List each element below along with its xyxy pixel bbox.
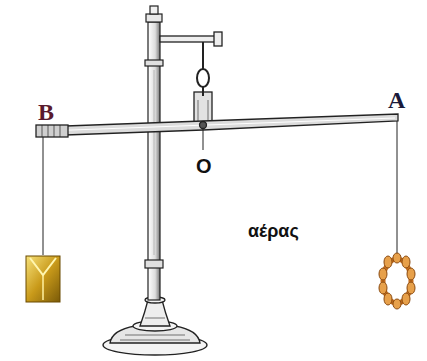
hanger bbox=[160, 32, 222, 128]
gold-block bbox=[26, 256, 60, 302]
hanging-strings bbox=[43, 121, 397, 255]
medium-label: αέρας bbox=[248, 222, 299, 240]
stand-base bbox=[103, 297, 207, 355]
gold-wreath bbox=[379, 253, 415, 309]
pivot-label: O bbox=[196, 156, 212, 176]
end-label: A bbox=[388, 88, 405, 112]
stand-pole bbox=[145, 6, 163, 300]
end-label: B bbox=[38, 100, 54, 124]
balance-beam bbox=[36, 114, 398, 150]
